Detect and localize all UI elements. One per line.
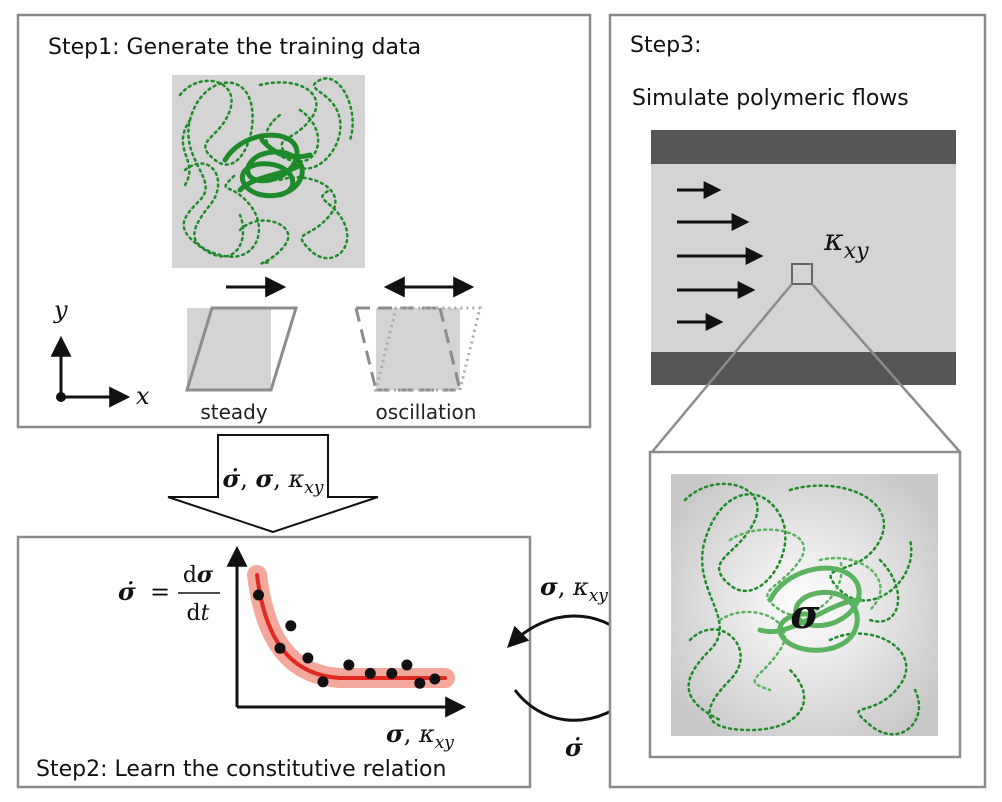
step1-polymer-melt xyxy=(172,75,365,268)
data-point xyxy=(302,652,314,664)
arrow-down-label: σ̇, σ, κxy xyxy=(223,464,324,498)
data-point xyxy=(401,659,413,671)
caption-steady: steady xyxy=(200,400,268,424)
constitutive-chart: σ, κxy xyxy=(226,545,467,753)
data-point xyxy=(317,676,329,688)
step3-polymer-melt: σ xyxy=(671,474,938,736)
sigma-label: σ xyxy=(790,591,820,638)
equation-denominator: dt xyxy=(187,601,210,626)
bottom-plate xyxy=(651,352,956,385)
step2-panel xyxy=(16,535,532,789)
data-point xyxy=(253,589,264,601)
equation-eq: = xyxy=(150,578,170,606)
steady-shear-diagram: steady xyxy=(184,276,299,424)
equation-numerator: dσ xyxy=(183,562,214,588)
step1-title: Step1: Generate the training data xyxy=(48,35,421,60)
channel-fluid xyxy=(651,164,956,352)
coordinate-axes: y x xyxy=(50,296,150,410)
caption-oscillation: oscillation xyxy=(376,400,477,424)
data-point xyxy=(386,667,398,679)
chart-x-label: σ, κxy xyxy=(386,719,454,753)
axis-x-label: x xyxy=(136,382,150,410)
rate-equation: σ̇ = dσ dt xyxy=(118,562,220,626)
oscillation-shear-diagram: oscillation xyxy=(354,276,482,424)
data-point xyxy=(364,667,376,679)
data-point xyxy=(414,677,426,689)
exchange-label-bottom: σ̇ xyxy=(565,733,583,762)
step3-title-line1: Step3: xyxy=(630,33,702,58)
step3-title-line2: Simulate polymeric flows xyxy=(632,86,909,111)
axis-y-label: y xyxy=(53,296,68,324)
data-point xyxy=(285,620,297,632)
data-point xyxy=(429,673,441,685)
equation-lhs: σ̇ xyxy=(118,577,136,606)
data-point xyxy=(343,659,355,671)
exchange-label-top: σ, κxy xyxy=(540,572,608,606)
step2-title: Step2: Learn the constitutive relation xyxy=(36,757,446,782)
probe-box xyxy=(791,263,813,285)
data-point xyxy=(274,642,286,654)
top-plate xyxy=(651,130,956,164)
kappa-label: κxy xyxy=(823,223,869,264)
step1-to-step2-arrow: σ̇, σ, κxy xyxy=(167,434,379,534)
channel-flow: κxy xyxy=(651,130,956,385)
